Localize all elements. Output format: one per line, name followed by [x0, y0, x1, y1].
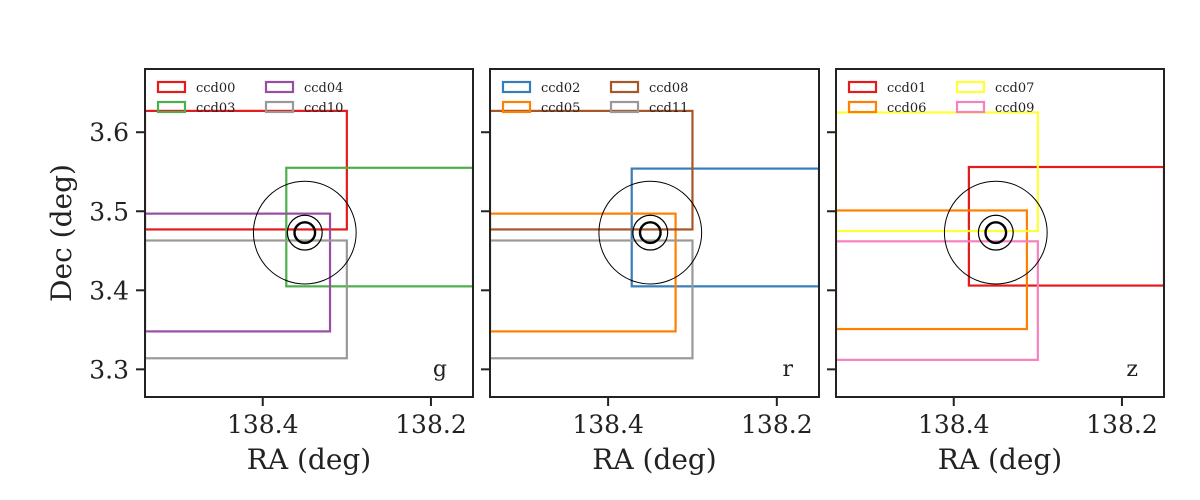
- ccd-rect-ccd09: [836, 240, 1039, 361]
- panel-z-plot-area: [836, 111, 1164, 361]
- ccd-rect-ccd08: [490, 109, 694, 231]
- ccd-rect-ccd10: [145, 239, 348, 360]
- x-tick-label: 138.2: [741, 410, 813, 439]
- legend-label-ccd11: ccd11: [649, 101, 688, 116]
- ccd-rect-ccd07: [836, 111, 1039, 233]
- legend-label-ccd00: ccd00: [196, 81, 235, 96]
- panel-z-frame: [835, 68, 1165, 398]
- target-circle: [632, 214, 669, 251]
- legend-swatch-ccd07: [955, 80, 986, 94]
- panel-g-frame: [144, 68, 474, 398]
- y-axis-title: Dec (deg): [45, 164, 78, 302]
- target-circle: [286, 214, 323, 251]
- ccd-rect-ccd11: [490, 239, 694, 360]
- y-tick-label: 3.6: [89, 118, 129, 147]
- target-circle: [598, 180, 703, 285]
- ccd-rect-ccd00: [145, 109, 348, 231]
- ccd-rect-ccd01: [967, 165, 1164, 287]
- band-label: r: [782, 357, 793, 382]
- legend-swatch-ccd02: [501, 80, 532, 94]
- ccd-rect-ccd04: [145, 212, 332, 333]
- ccd-rect-ccd05: [490, 212, 677, 333]
- legend-label-ccd01: ccd01: [887, 81, 926, 96]
- x-axis-title: RA (deg): [938, 443, 1062, 476]
- legend-swatch-ccd09: [955, 100, 986, 114]
- legend-label-ccd04: ccd04: [304, 81, 343, 96]
- band-label: z: [1126, 357, 1138, 382]
- x-tick-label: 138.2: [395, 410, 467, 439]
- legend-label-ccd05: ccd05: [541, 101, 580, 116]
- legend-swatch-ccd00: [156, 80, 187, 94]
- panel-r-frame: [489, 68, 820, 398]
- target-circle: [977, 214, 1014, 251]
- target-circle: [293, 221, 317, 245]
- legend-label-ccd06: ccd06: [887, 101, 926, 116]
- ccd-rect-ccd06: [836, 209, 1029, 331]
- panel-r-plot-area: [490, 109, 819, 360]
- legend-swatch-ccd04: [264, 80, 295, 94]
- target-circle: [984, 221, 1008, 245]
- legend-swatch-ccd11: [609, 100, 640, 114]
- x-axis-title: RA (deg): [592, 443, 716, 476]
- legend-swatch-ccd01: [847, 80, 878, 94]
- ccd-rect-ccd02: [630, 167, 819, 288]
- target-circle: [943, 180, 1048, 285]
- target-circle: [252, 180, 357, 285]
- legend-label-ccd08: ccd08: [649, 81, 688, 96]
- x-axis-title: RA (deg): [247, 443, 371, 476]
- legend-label-ccd10: ccd10: [304, 101, 343, 116]
- y-tick-label: 3.3: [89, 355, 129, 384]
- legend-swatch-ccd03: [156, 100, 187, 114]
- legend-swatch-ccd06: [847, 100, 878, 114]
- target-circle: [638, 221, 662, 245]
- legend-swatch-ccd10: [264, 100, 295, 114]
- legend-swatch-ccd05: [501, 100, 532, 114]
- band-label: g: [433, 357, 447, 382]
- legend-label-ccd03: ccd03: [196, 101, 235, 116]
- legend-label-ccd09: ccd09: [995, 101, 1034, 116]
- legend-swatch-ccd08: [609, 80, 640, 94]
- y-tick-label: 3.5: [89, 197, 129, 226]
- panel-g-plot-area: [145, 109, 473, 360]
- legend-label-ccd02: ccd02: [541, 81, 580, 96]
- x-tick-label: 138.4: [918, 410, 990, 439]
- x-tick-label: 138.2: [1086, 410, 1158, 439]
- x-tick-label: 138.4: [572, 410, 644, 439]
- y-tick-label: 3.4: [89, 276, 129, 305]
- legend-label-ccd07: ccd07: [995, 81, 1034, 96]
- x-tick-label: 138.4: [227, 410, 299, 439]
